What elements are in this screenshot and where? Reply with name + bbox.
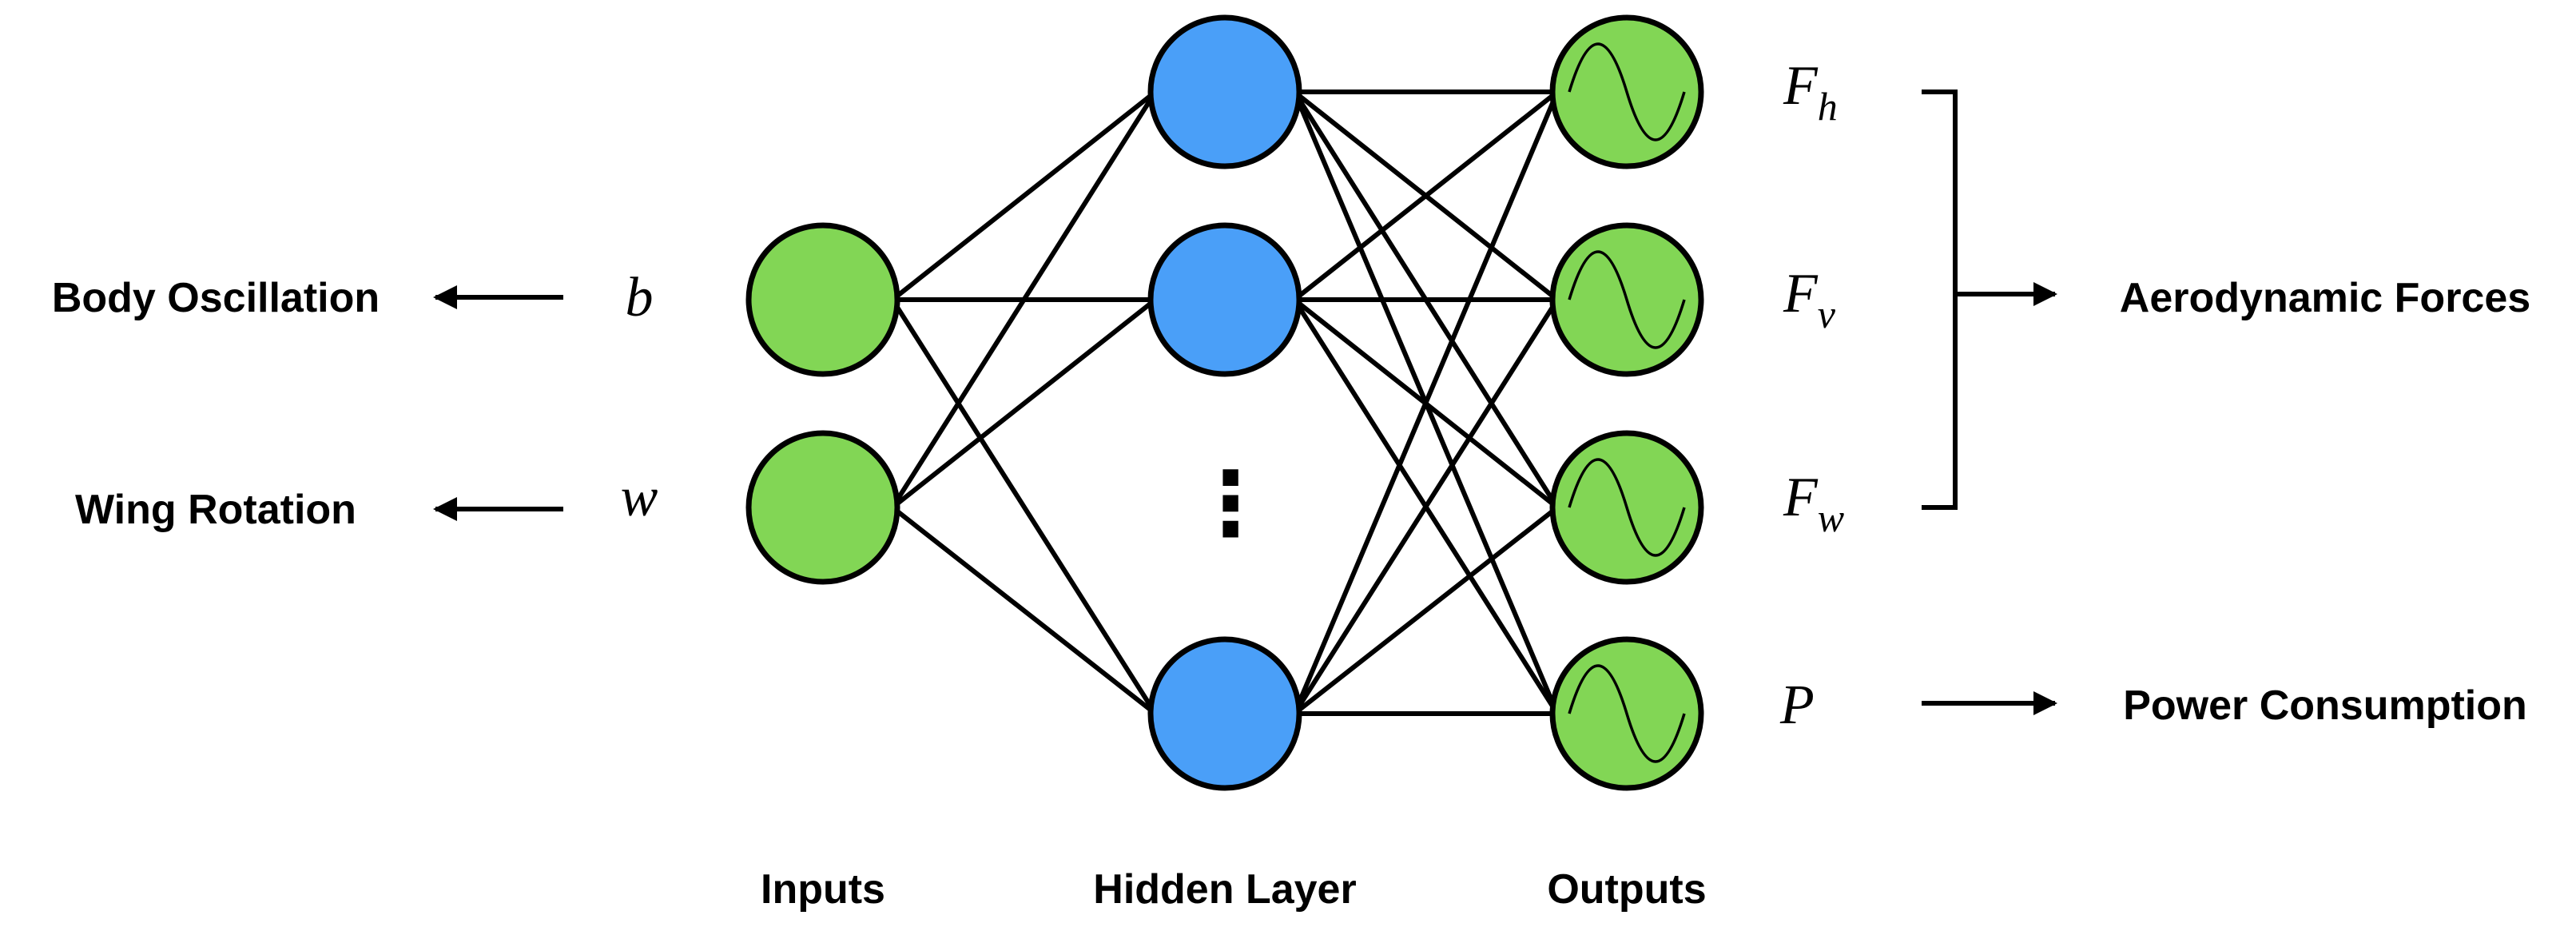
sine-wave-icon [1568,664,1686,763]
input-node-b [745,222,900,377]
label-power-consumption: Power Consumption [2123,682,2527,729]
input-hidden-edge-1-1 [890,297,1158,510]
output-node-fw [1549,430,1704,585]
hidden-output-edge-2-0 [1292,90,1560,716]
title-hidden-layer: Hidden Layer [1093,866,1356,913]
label-body-oscillation: Body Oscillation [52,275,380,321]
hidden-node-1 [1147,14,1302,169]
hidden-node-2 [1147,222,1302,377]
input-layer [745,222,900,585]
var-p: P [1779,674,1815,736]
layer-titles: Inputs Hidden Layer Outputs [761,866,1707,913]
output-node-fh [1549,14,1704,169]
input-hidden-edge-1-2 [890,505,1158,716]
input-hidden-edge-0-2 [890,297,1158,716]
hidden-layer: ⋮ [1147,14,1302,791]
title-outputs: Outputs [1547,866,1706,913]
var-b: b [626,267,654,328]
output-node-fv [1549,222,1704,377]
label-aerodynamic-forces: Aerodynamic Forces [2120,275,2530,321]
input-hidden-edge-1-0 [890,90,1158,510]
output-variables: Fh Fv Fw P [1779,55,1844,736]
var-fv: Fv [1783,263,1836,336]
label-wing-rotation: Wing Rotation [75,487,356,533]
connection-edges [890,90,1560,716]
sine-wave-icon [1568,250,1686,349]
input-node-w [745,430,900,585]
var-fw: Fw [1783,467,1844,540]
hidden-ellipsis: ⋮ [1187,452,1274,555]
forces-bracket [1922,90,1958,510]
output-layer [1549,14,1704,791]
hidden-output-edge-2-2 [1292,505,1560,716]
hidden-output-edge-1-0 [1292,90,1560,302]
var-fh: Fh [1783,55,1838,129]
left-labels: Body Oscillation b Wing Rotation w [52,267,658,533]
sine-wave-icon [1568,458,1686,557]
sine-wave-icon [1568,42,1686,141]
hidden-node-n [1147,636,1302,791]
input-hidden-edge-0-0 [890,90,1158,302]
var-w: w [621,467,658,528]
hidden-output-edge-2-1 [1292,297,1560,716]
title-inputs: Inputs [761,866,885,913]
right-labels: Aerodynamic Forces Power Consumption [1922,90,2530,729]
output-node-p [1549,636,1704,791]
